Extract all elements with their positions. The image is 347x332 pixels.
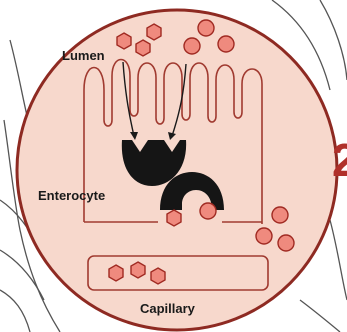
circle-particle-icon: [272, 207, 288, 223]
circle-particle-icon: [198, 20, 214, 36]
enterocyte-label: Enterocyte: [38, 188, 105, 203]
step-number: 2: [332, 134, 347, 186]
circle-particle-icon: [200, 203, 216, 219]
circle-particle-icon: [278, 235, 294, 251]
capillary-label: Capillary: [140, 301, 196, 316]
hexagon-particle-icon: [151, 268, 165, 284]
hexagon-particle-icon: [131, 262, 145, 278]
hexagon-particle-icon: [109, 265, 123, 281]
hexagon-particle-icon: [147, 24, 161, 40]
hexagon-particle-icon: [117, 33, 131, 49]
circle-particle-icon: [184, 38, 200, 54]
hexagon-particle-icon: [136, 40, 150, 56]
circle-particle-icon: [218, 36, 234, 52]
circle-particle-icon: [256, 228, 272, 244]
hexagon-particle-icon: [167, 210, 181, 226]
lumen-label: Lumen: [62, 48, 105, 63]
